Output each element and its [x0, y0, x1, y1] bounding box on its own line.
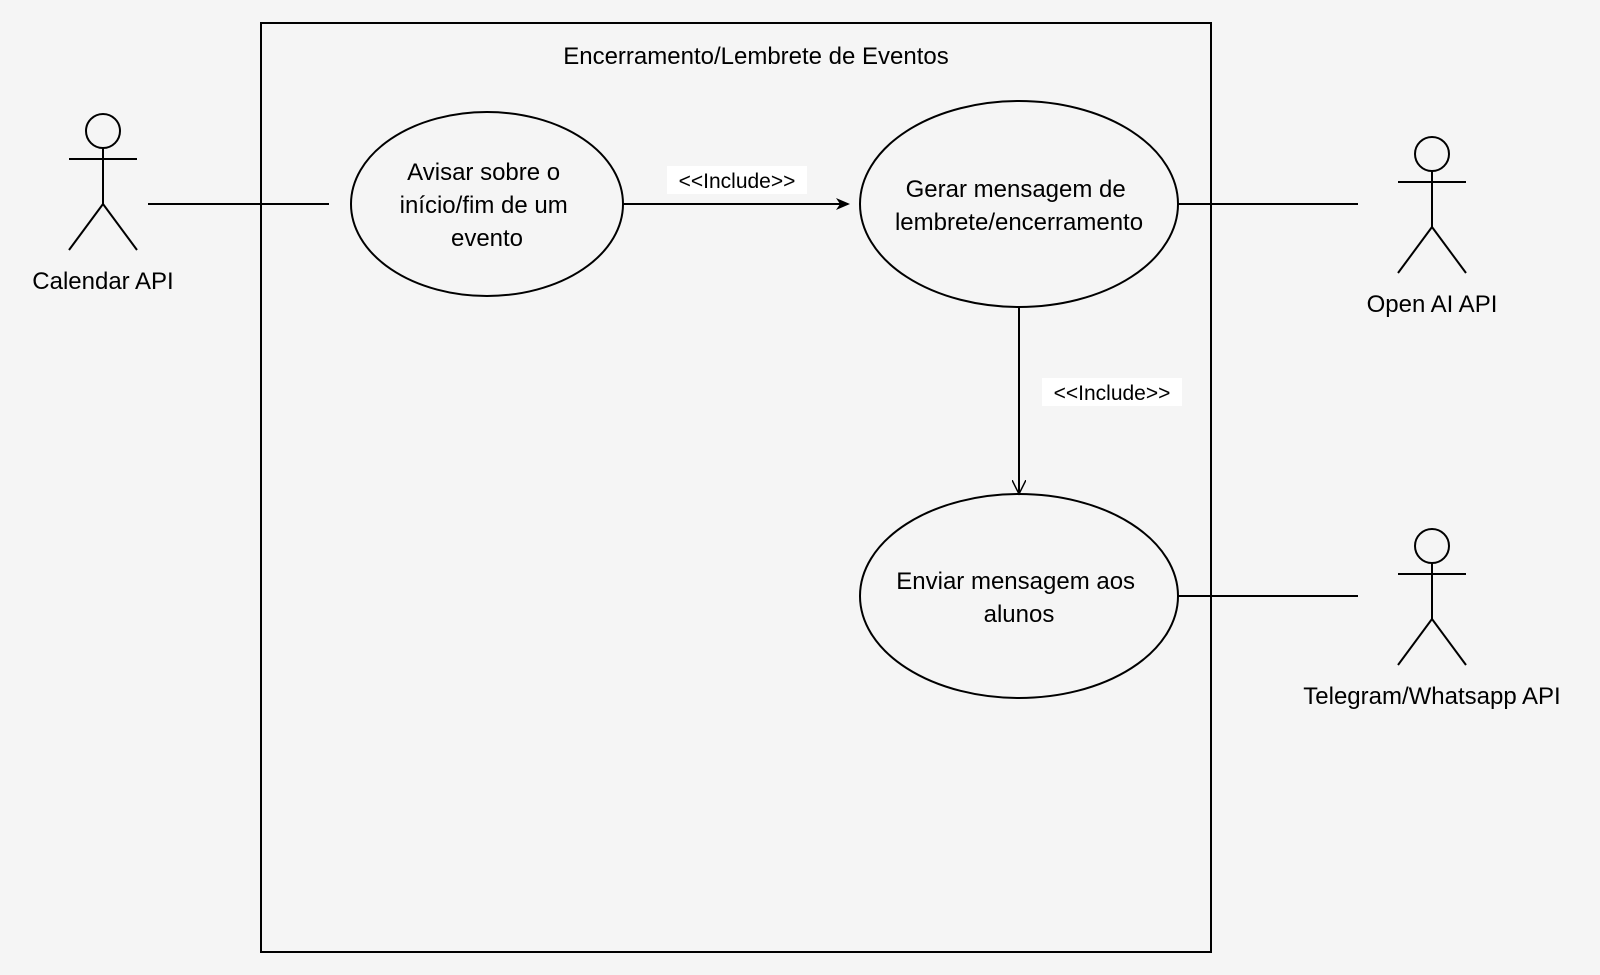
include-relation-avisar-gerar: <<Include>> — [623, 166, 850, 210]
use-case-avisar-text: Avisar sobre o início/fim de um evento — [400, 159, 575, 252]
use-case-enviar: Enviar mensagem aos alunos — [859, 493, 1179, 699]
actor-openai: Open AI API — [1367, 136, 1498, 318]
include-relation-gerar-enviar: <<Include>> — [1019, 307, 1182, 494]
stick-figure-icon — [1397, 136, 1467, 274]
use-case-gerar: Gerar mensagem de lembrete/encerramento — [859, 100, 1179, 308]
actor-calendar-label: Calendar API — [32, 268, 173, 295]
actor-messaging: Telegram/Whatsapp API — [1303, 528, 1561, 710]
stick-figure-icon — [68, 113, 138, 251]
actor-openai-label: Open AI API — [1367, 291, 1498, 318]
system-boundary: Encerramento/Lembrete de Eventos — [260, 22, 1212, 953]
actor-messaging-label: Telegram/Whatsapp API — [1303, 683, 1560, 710]
boundary-title: Encerramento/Lembrete de Eventos — [563, 43, 949, 70]
use-case-enviar-text: Enviar mensagem aos alunos — [896, 568, 1141, 628]
include-label-1: <<Include>> — [679, 170, 796, 193]
actor-calendar: Calendar API — [32, 113, 174, 295]
use-case-gerar-text: Gerar mensagem de lembrete/encerramento — [895, 176, 1143, 236]
stick-figure-icon — [1397, 528, 1467, 666]
include-label-2: <<Include>> — [1054, 382, 1171, 405]
use-case-avisar: Avisar sobre o início/fim de um evento — [350, 111, 624, 297]
